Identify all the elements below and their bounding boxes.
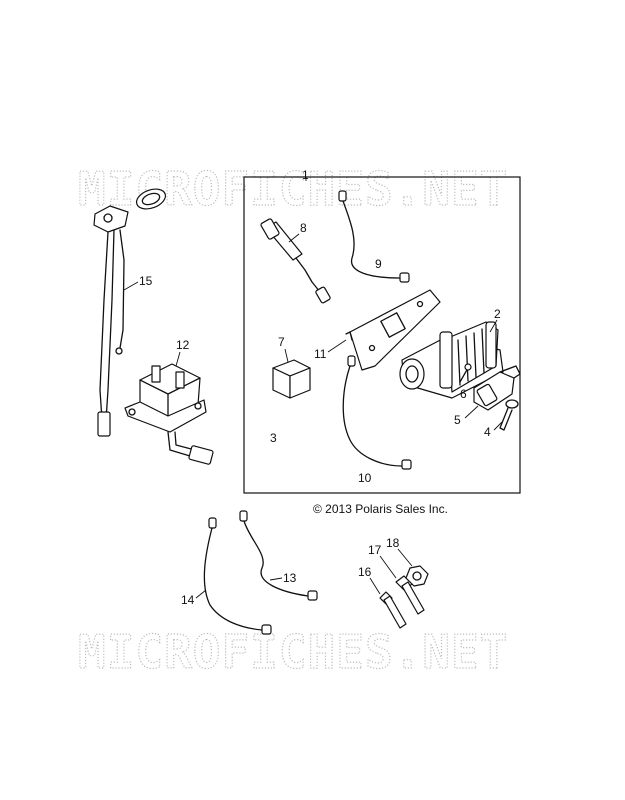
callout-16: 16 [358, 565, 372, 579]
part-2-winch [399, 321, 504, 399]
part-4-strap [499, 399, 519, 431]
callout-17: 17 [368, 543, 382, 557]
part-5-switch-bracket [473, 365, 521, 411]
callout-15: 15 [139, 274, 153, 288]
part-9-cable [338, 190, 410, 283]
callout-9: 9 [375, 257, 382, 271]
part-12-contactor [124, 363, 214, 465]
part-18-nut [405, 565, 429, 587]
part-10-cable [342, 355, 412, 470]
callout-13: 13 [283, 571, 297, 585]
callout-5: 5 [454, 413, 461, 427]
callout-3: 3 [270, 431, 277, 445]
copyright-text: © 2013 Polaris Sales Inc. [313, 502, 448, 516]
part-8-switch [260, 218, 331, 304]
callout-12: 12 [176, 338, 190, 352]
part-6-fastener [459, 363, 472, 383]
callout-10: 10 [358, 471, 372, 485]
callout-7: 7 [278, 335, 285, 349]
part-17-bolt [395, 575, 425, 615]
part-11-mount-plate [345, 289, 441, 371]
callout-2: 2 [494, 307, 501, 321]
callout-1: 1 [302, 168, 309, 182]
callout-18: 18 [386, 536, 400, 550]
part-16-bolt [379, 591, 407, 629]
callout-14: 14 [181, 593, 195, 607]
watermark-bottom: MICROFICHES.NET [78, 625, 508, 679]
callout-6: 6 [460, 387, 467, 401]
callout-4: 4 [484, 425, 491, 439]
part-14-cable [203, 517, 272, 635]
part-7-box [272, 359, 311, 399]
part-15-harness [93, 188, 167, 437]
kit-box [243, 176, 521, 494]
callout-8: 8 [300, 221, 307, 235]
callout-11: 11 [314, 347, 327, 361]
part-13-cable [239, 510, 318, 601]
